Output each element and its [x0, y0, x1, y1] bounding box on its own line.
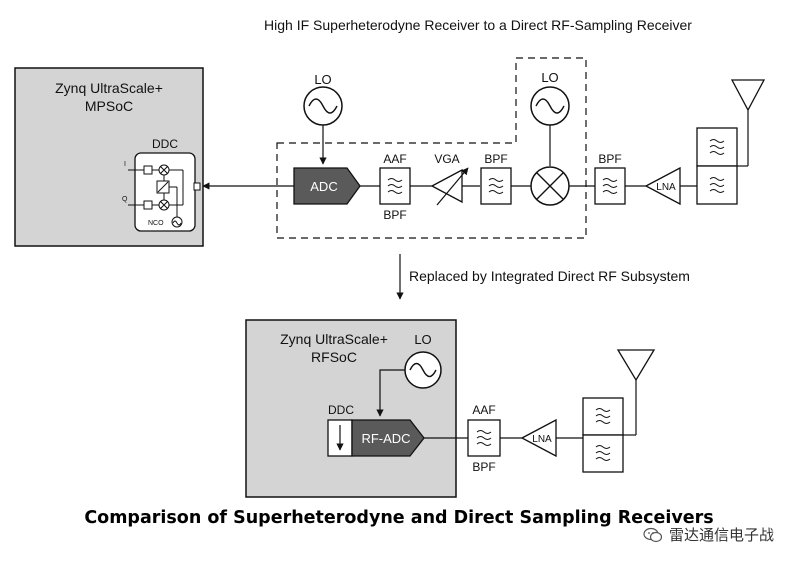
wechat-icon: [643, 527, 663, 542]
rfsoc-title-line1: Zynq UltraScale+: [280, 331, 388, 347]
aaf-label-top: AAF: [383, 152, 406, 166]
adc-label: ADC: [310, 179, 337, 194]
aaf-bpf-label-top: BPF: [383, 208, 406, 222]
lo-to-rfadc-line: [376, 369, 405, 417]
lo1-oscillator: [303, 86, 343, 126]
aaf-filter-top: [379, 167, 411, 205]
nco-label-top: NCO: [148, 220, 164, 227]
ddc-label-bottom: DDC: [328, 403, 354, 417]
receiver-diagram: High IF Superheterodyne Receiver to a Di…: [14, 17, 766, 498]
watermark-text: 雷达通信电子战: [668, 526, 774, 544]
lo2-oscillator: [530, 86, 570, 126]
i-channel-label: I: [124, 161, 126, 168]
rf-adc-label: RF-ADC: [361, 431, 410, 446]
watermark: 雷达通信电子战: [643, 524, 774, 545]
diagram-title: High IF Superheterodyne Receiver to a Di…: [264, 17, 692, 33]
ddc-label-top: DDC: [152, 137, 178, 151]
transition-label: Replaced by Integrated Direct RF Subsyst…: [409, 268, 690, 284]
aaf-filter-bottom: [467, 419, 501, 457]
bpf1-label: BPF: [484, 152, 507, 166]
mixer: [530, 166, 570, 206]
lna-label-top: LNA: [656, 182, 676, 193]
lna-label-bottom: LNA: [532, 434, 552, 445]
bpf2-filter: [594, 167, 626, 205]
ddc-block-top: I Q NCO: [122, 152, 201, 232]
rfsoc-block: [245, 319, 457, 498]
figure-caption: Comparison of Superheterodyne and Direct…: [84, 508, 714, 528]
antenna-bottom: [616, 349, 656, 436]
duplexer-filter-top: [696, 127, 738, 205]
aaf-label-bottom: AAF: [472, 403, 495, 417]
rfsoc-title-line2: RFSoC: [311, 349, 357, 365]
q-channel-label: Q: [122, 196, 128, 203]
rf-adc-block: RF-ADC: [327, 419, 425, 457]
bpf2-label: BPF: [598, 152, 621, 166]
lna-amplifier-bottom: LNA: [520, 418, 557, 458]
lo-label-bottom: LO: [414, 332, 431, 347]
duplexer-filter-bottom: [582, 397, 624, 473]
lo-oscillator-bottom: [404, 351, 442, 389]
antenna-top: [730, 79, 766, 167]
mpsoc-title-line2: MPSoC: [85, 98, 133, 114]
lo1-label: LO: [314, 72, 331, 87]
bpf1-filter: [480, 167, 512, 205]
vga-label: VGA: [434, 152, 459, 166]
lna-amplifier-top: LNA: [644, 166, 681, 206]
lo2-label: LO: [541, 70, 558, 85]
superhet-boundary: [276, 57, 587, 239]
adc-block: ADC: [293, 167, 361, 205]
mpsoc-title-line1: Zynq UltraScale+: [55, 80, 163, 96]
aaf-bpf-label-bottom: BPF: [472, 460, 495, 474]
